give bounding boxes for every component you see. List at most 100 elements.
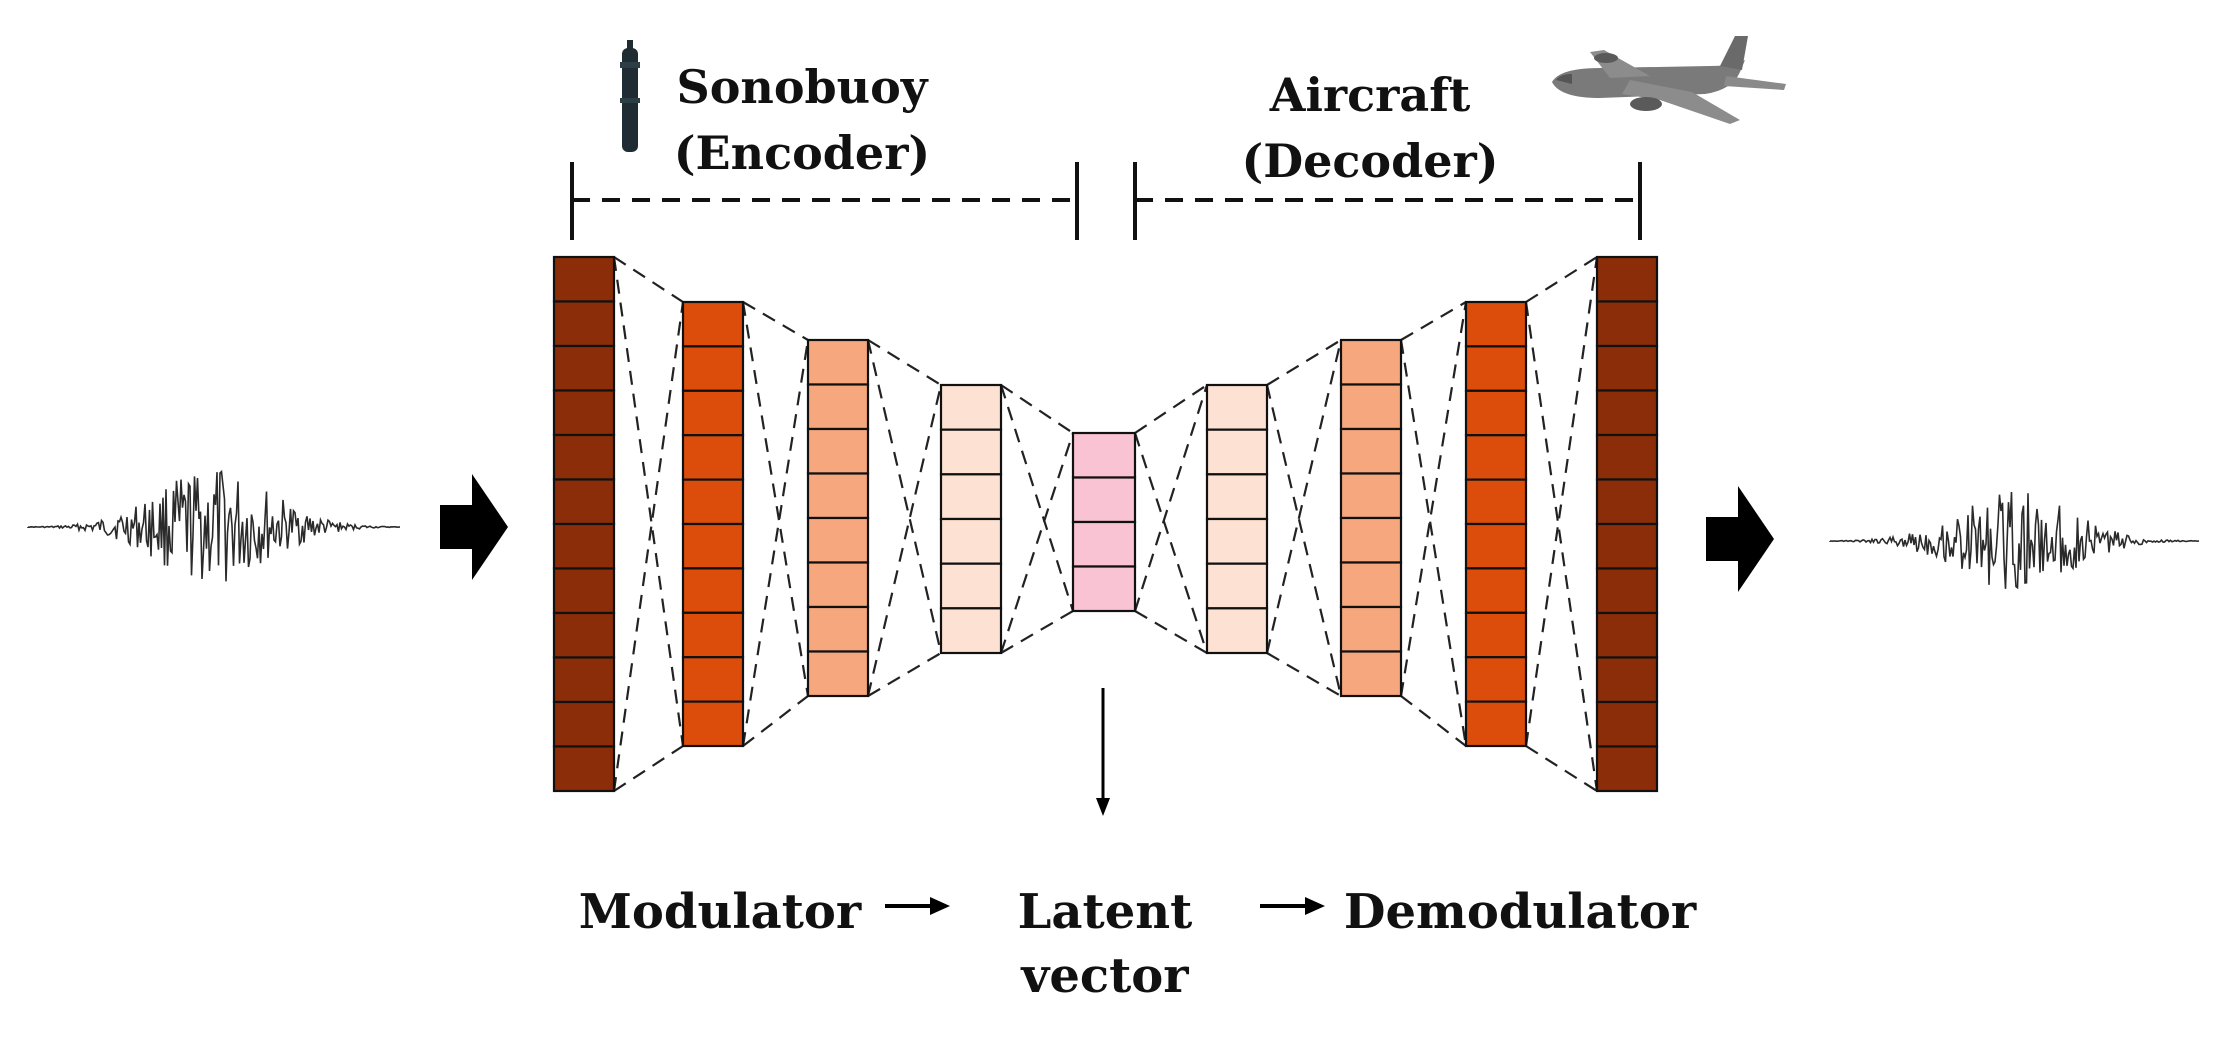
layer-cell xyxy=(806,516,870,564)
connection-line xyxy=(1524,301,1599,792)
layer-cell xyxy=(681,389,745,437)
layer-decoder-hidden-3 xyxy=(1464,300,1528,748)
layer-cell xyxy=(1595,745,1659,793)
layer-cell xyxy=(1071,431,1137,479)
connection-line xyxy=(1266,339,1342,386)
layer-cell xyxy=(681,567,745,614)
layer-cell xyxy=(939,428,1003,476)
layer-cell xyxy=(552,389,616,437)
connection-line xyxy=(741,339,810,747)
layer-cell xyxy=(552,745,616,793)
layer-cell xyxy=(681,478,745,526)
layer-cell xyxy=(1464,567,1528,614)
layer-cell xyxy=(939,562,1003,610)
layer-cell xyxy=(1339,561,1403,609)
layer-cell xyxy=(1464,522,1528,570)
layer-cell xyxy=(1205,428,1269,476)
connection-line xyxy=(1525,745,1598,792)
layer-cell xyxy=(939,607,1003,655)
layer-cell xyxy=(681,522,745,570)
layer-cell xyxy=(1205,562,1269,610)
connection-line xyxy=(1133,384,1209,612)
layer-cell xyxy=(1339,650,1403,698)
connection-line xyxy=(1265,339,1343,654)
layer-cell xyxy=(1464,389,1528,437)
layer-cell xyxy=(1464,656,1528,703)
encoder-subtitle: (Encoder) xyxy=(673,126,931,180)
input-arrow-icon xyxy=(440,474,508,580)
layer-cell xyxy=(939,383,1003,431)
connection-line xyxy=(1133,432,1209,654)
modulator-label: Modulator xyxy=(578,884,862,940)
layer-cell xyxy=(1339,516,1403,564)
layer-cell xyxy=(806,561,870,609)
latent-down-arrow-icon xyxy=(1096,688,1110,816)
modulator-to-latent-arrow-icon xyxy=(885,897,950,915)
connection-line xyxy=(742,301,809,341)
layer-cell xyxy=(1205,607,1269,655)
connection-line xyxy=(1524,256,1599,747)
connection-line xyxy=(866,339,943,654)
layer-cell xyxy=(552,567,616,615)
layer-cell xyxy=(1464,345,1528,392)
layer-cell xyxy=(806,383,870,431)
layer-cell xyxy=(552,255,616,303)
layer-cell xyxy=(1464,611,1528,659)
layer-cell xyxy=(552,522,616,570)
connection-line xyxy=(1400,301,1467,341)
layer-cell xyxy=(806,605,870,653)
layer-cell xyxy=(552,656,616,704)
decoder-bracket xyxy=(1133,162,1642,240)
output-arrow-icon xyxy=(1706,486,1774,592)
layer-cell xyxy=(1071,520,1137,568)
layer-cell xyxy=(1071,565,1137,613)
layer-cell xyxy=(1339,338,1403,386)
layer-cell xyxy=(1464,478,1528,526)
layer-cell xyxy=(552,611,616,659)
encoder-bracket xyxy=(570,162,1079,240)
layer-decoder-hidden-2 xyxy=(1339,338,1403,698)
connection-line xyxy=(1399,339,1468,747)
layer-cell xyxy=(806,472,870,520)
layer-cell xyxy=(1464,700,1528,748)
layer-cell xyxy=(939,517,1003,565)
layer-cell xyxy=(681,434,745,481)
connection-line xyxy=(999,432,1075,654)
network-layers xyxy=(552,255,1659,793)
output-waveform-icon xyxy=(1829,491,2200,590)
connection-line xyxy=(867,339,942,386)
layer-cell xyxy=(806,427,870,475)
connection-line xyxy=(1400,695,1467,747)
connection-line xyxy=(1134,610,1208,654)
layer-cell xyxy=(1205,383,1269,431)
connection-line xyxy=(741,301,810,697)
connection-line xyxy=(742,695,809,747)
decoder-title: Aircraft xyxy=(1269,68,1471,122)
layer-cell xyxy=(1339,472,1403,520)
layer-cell xyxy=(681,700,745,748)
layer-output xyxy=(1595,255,1659,793)
layer-latent xyxy=(1071,431,1137,613)
layer-cell xyxy=(552,344,616,392)
layer-cell xyxy=(552,478,616,526)
layer-cell xyxy=(1205,517,1269,565)
aircraft-icon xyxy=(1552,36,1786,124)
layer-cell xyxy=(1339,427,1403,475)
connection-line xyxy=(866,384,943,697)
layer-cell xyxy=(1464,434,1528,481)
connection-line xyxy=(1265,384,1343,697)
layer-cell xyxy=(1595,344,1659,392)
sonobuoy-icon xyxy=(620,40,640,152)
connection-line xyxy=(1000,610,1074,654)
connection-line xyxy=(1525,256,1598,303)
layer-cell xyxy=(1595,389,1659,437)
demodulator-label: Demodulator xyxy=(1343,884,1697,940)
layer-cell xyxy=(806,338,870,386)
connection-line xyxy=(1000,384,1074,434)
layer-cell xyxy=(681,300,745,348)
layer-cell xyxy=(1339,383,1403,431)
layer-cell xyxy=(1595,656,1659,704)
layer-cell xyxy=(552,300,616,348)
layer-cell xyxy=(1464,300,1528,348)
